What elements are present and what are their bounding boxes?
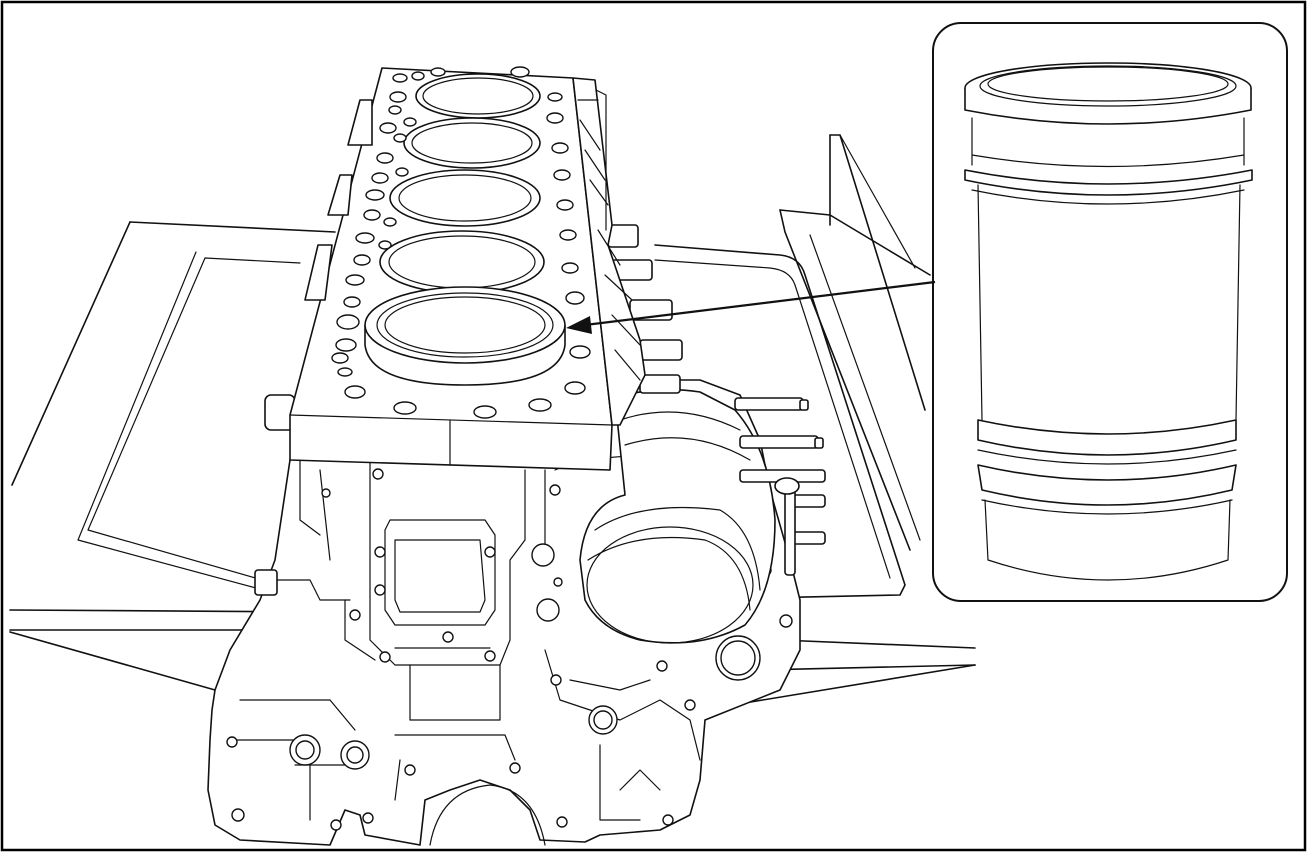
cylinder-bores	[379, 73, 545, 294]
front-housing-bore	[579, 388, 776, 644]
liner-callout-inset	[932, 22, 1288, 602]
side-studs	[254, 224, 826, 596]
deck-holes	[331, 66, 591, 419]
callout-arrow	[566, 280, 936, 334]
installed-liner	[364, 286, 566, 386]
